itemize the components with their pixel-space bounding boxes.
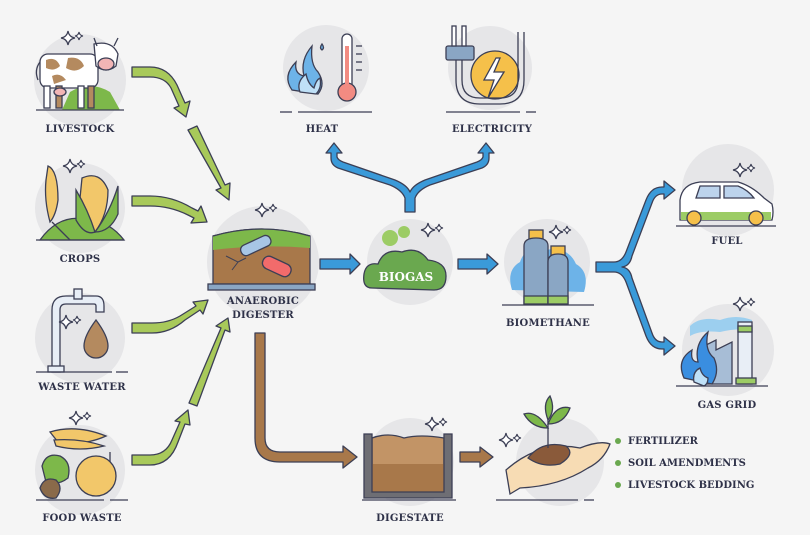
gas-cylinders-icon xyxy=(502,224,594,306)
arrow-biogas-heat-electricity xyxy=(325,142,495,213)
arrow-food-1 xyxy=(131,409,191,466)
list-item: FERTILIZER xyxy=(615,430,754,452)
bullet-dot xyxy=(615,482,621,488)
use-label: SOIL AMENDMENTS xyxy=(628,457,746,469)
node-label-biomethane: BIOMETHANE xyxy=(506,318,590,329)
arrow-livestock-1 xyxy=(131,66,191,118)
node-label-livestock: LIVESTOCK xyxy=(45,124,115,135)
corn-wheat-icon xyxy=(36,158,126,241)
cow-icon xyxy=(35,30,124,111)
digester-tank-icon xyxy=(207,202,316,291)
arrow-biogas-biomethane xyxy=(457,253,499,275)
bullet-dot xyxy=(615,460,621,466)
digester-label-line2: DIGESTER xyxy=(232,310,294,321)
node-label-fuel: FUEL xyxy=(711,236,743,247)
digestate-uses-list: FERTILIZER SOIL AMENDMENTS LIVESTOCK BED… xyxy=(615,430,754,496)
flame-thermometer-icon xyxy=(280,33,372,113)
list-item: LIVESTOCK BEDDING xyxy=(615,474,754,496)
arrow-livestock-2 xyxy=(187,125,231,201)
node-label-digestate: DIGESTATE xyxy=(376,513,444,524)
energy-arrows xyxy=(319,142,676,356)
list-item: SOIL AMENDMENTS xyxy=(615,452,754,474)
node-label-food-waste: FOOD WASTE xyxy=(42,513,122,524)
gas-cloud-icon xyxy=(363,222,447,291)
use-label: LIVESTOCK BEDDING xyxy=(628,479,755,491)
factory-flame-icon xyxy=(676,296,768,387)
node-label-digester: ANAEROBIC DIGESTER xyxy=(227,295,299,323)
faucet-drop-icon xyxy=(36,288,128,373)
node-label-waste-water: WASTE WATER xyxy=(38,382,126,393)
digester-label-line1: ANAEROBIC xyxy=(226,296,300,307)
node-label-electricity: ELECTRICITY xyxy=(451,124,533,135)
car-icon xyxy=(676,162,776,227)
node-label-crops: CROPS xyxy=(59,254,101,265)
arrow-crops xyxy=(131,195,208,224)
arrow-biomethane-split xyxy=(595,180,676,356)
arrow-waste-water xyxy=(131,299,209,334)
soil-container-icon xyxy=(362,416,456,501)
node-label-heat: HEAT xyxy=(305,124,339,135)
arrow-digestate-soil xyxy=(459,446,494,468)
node-label-gas-grid: GAS GRID xyxy=(697,400,757,411)
plug-bolt-icon xyxy=(445,25,536,113)
bullet-dot xyxy=(615,438,621,444)
arrow-digester-biogas xyxy=(319,253,361,275)
hands-plant-icon xyxy=(496,394,611,501)
input-arrows xyxy=(131,66,231,466)
arrow-digester-digestate xyxy=(254,332,358,469)
arrow-food-2 xyxy=(188,317,231,407)
digestate-arrows xyxy=(254,332,494,469)
biogas-label: BIOGAS xyxy=(379,270,433,284)
fruit-waste-icon xyxy=(36,410,128,501)
use-label: FERTILIZER xyxy=(628,435,698,447)
